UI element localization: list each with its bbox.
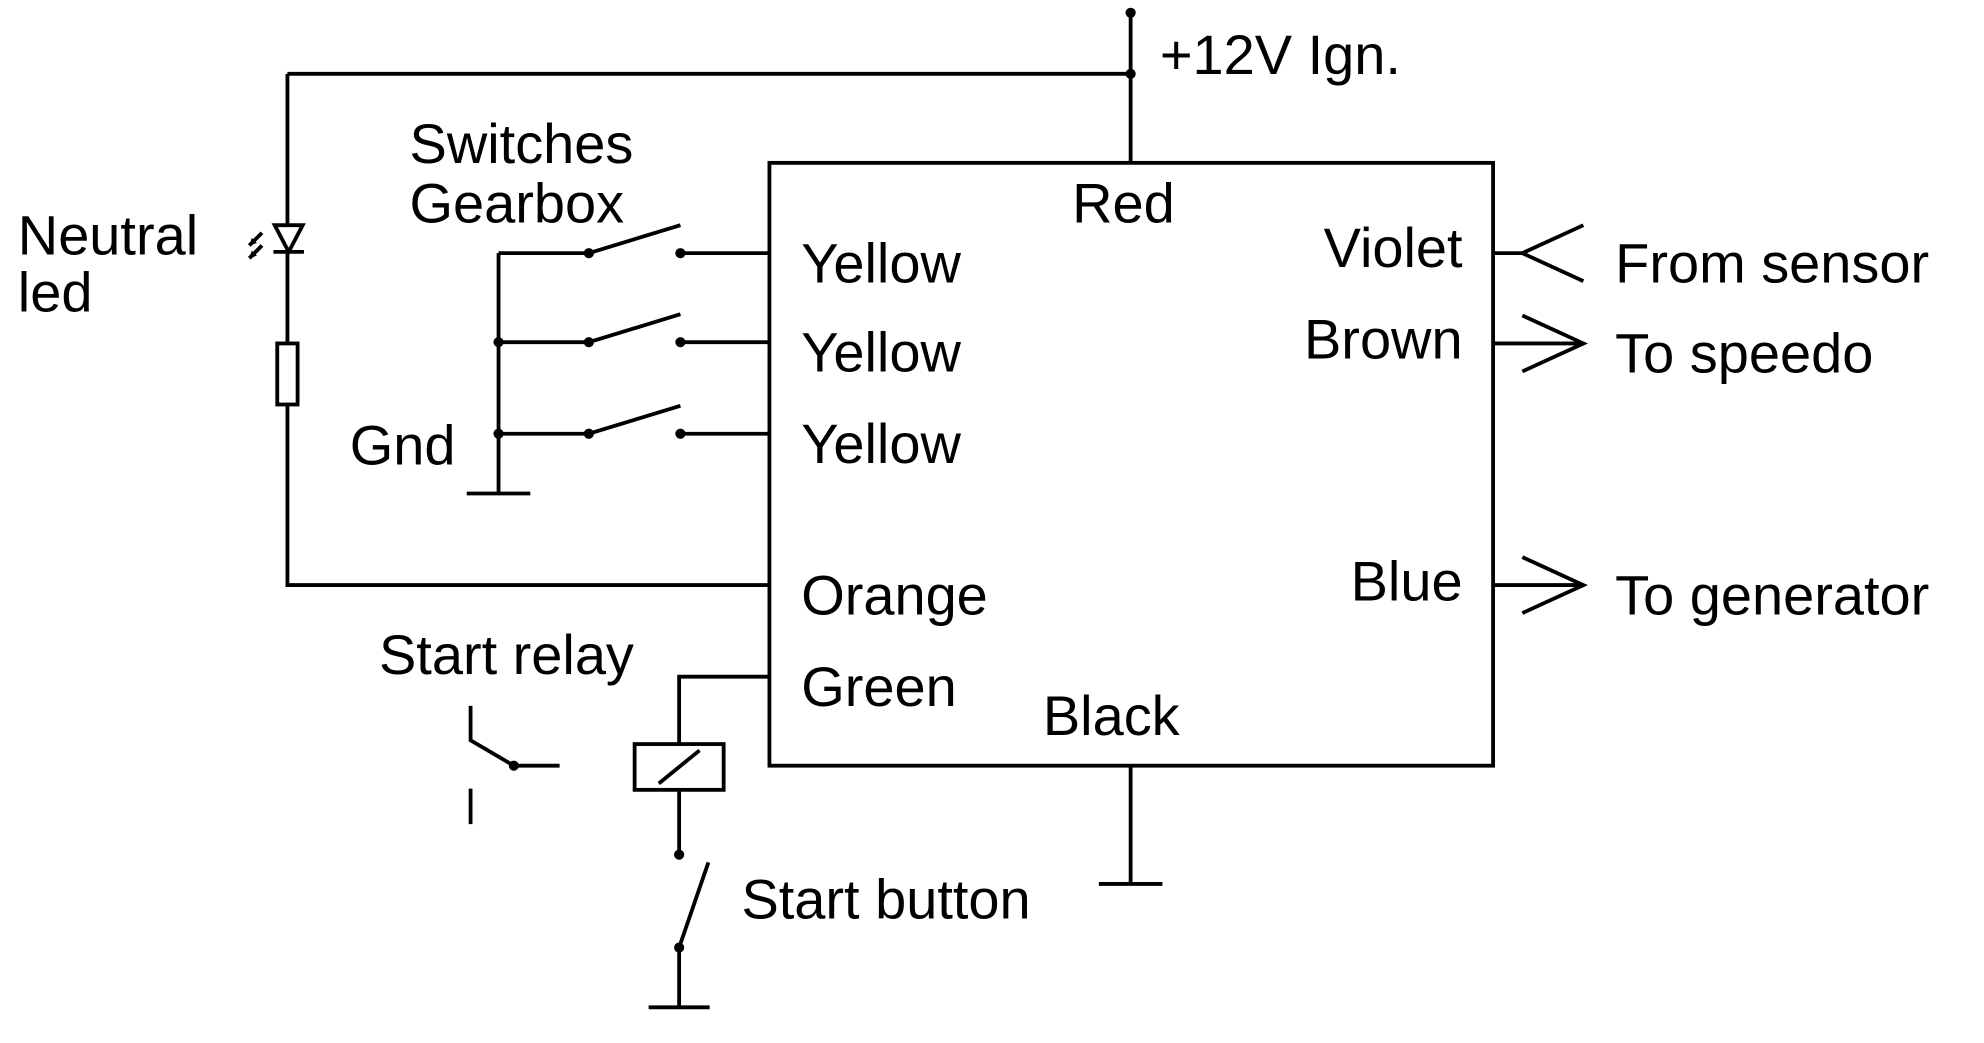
start-relay-contact: [468, 705, 560, 825]
gnd-label: Gnd: [350, 413, 456, 476]
gearbox-label: Gearbox: [410, 172, 625, 235]
pin-orange: Orange: [801, 563, 988, 626]
speedo-output-arrow: [1493, 313, 1588, 374]
pin-black: Black: [1043, 684, 1181, 747]
led-label: led: [18, 261, 93, 324]
pin-yellow-3: Yellow: [801, 412, 961, 475]
to-generator-label: To generator: [1615, 563, 1929, 626]
resistor-icon: [275, 341, 300, 407]
start-button-label: Start button: [741, 867, 1030, 930]
switches-label: Switches: [410, 112, 634, 175]
gearbox-switches: [466, 223, 770, 496]
pin-red: Red: [1072, 172, 1175, 235]
supply-label: +12V Ign.: [1160, 23, 1401, 86]
pin-brown: Brown: [1304, 308, 1463, 371]
start-relay-label: Start relay: [379, 623, 634, 686]
module-ground: [1098, 765, 1163, 886]
pin-yellow-1: Yellow: [801, 231, 961, 294]
to-speedo-label: To speedo: [1615, 322, 1873, 385]
pin-violet: Violet: [1324, 216, 1463, 279]
pin-green: Green: [801, 655, 956, 718]
sensor-input-arrow: [1493, 223, 1585, 283]
pin-blue: Blue: [1351, 549, 1463, 612]
led-icon: [247, 223, 306, 260]
start-relay-coil: [632, 674, 770, 792]
from-sensor-label: From sensor: [1615, 231, 1929, 294]
neutral-label: Neutral: [18, 203, 198, 266]
generator-output-arrow: [1493, 555, 1588, 615]
start-button-switch: [648, 789, 711, 1010]
supply-wire: [285, 7, 1136, 587]
pin-yellow-2: Yellow: [801, 320, 961, 383]
